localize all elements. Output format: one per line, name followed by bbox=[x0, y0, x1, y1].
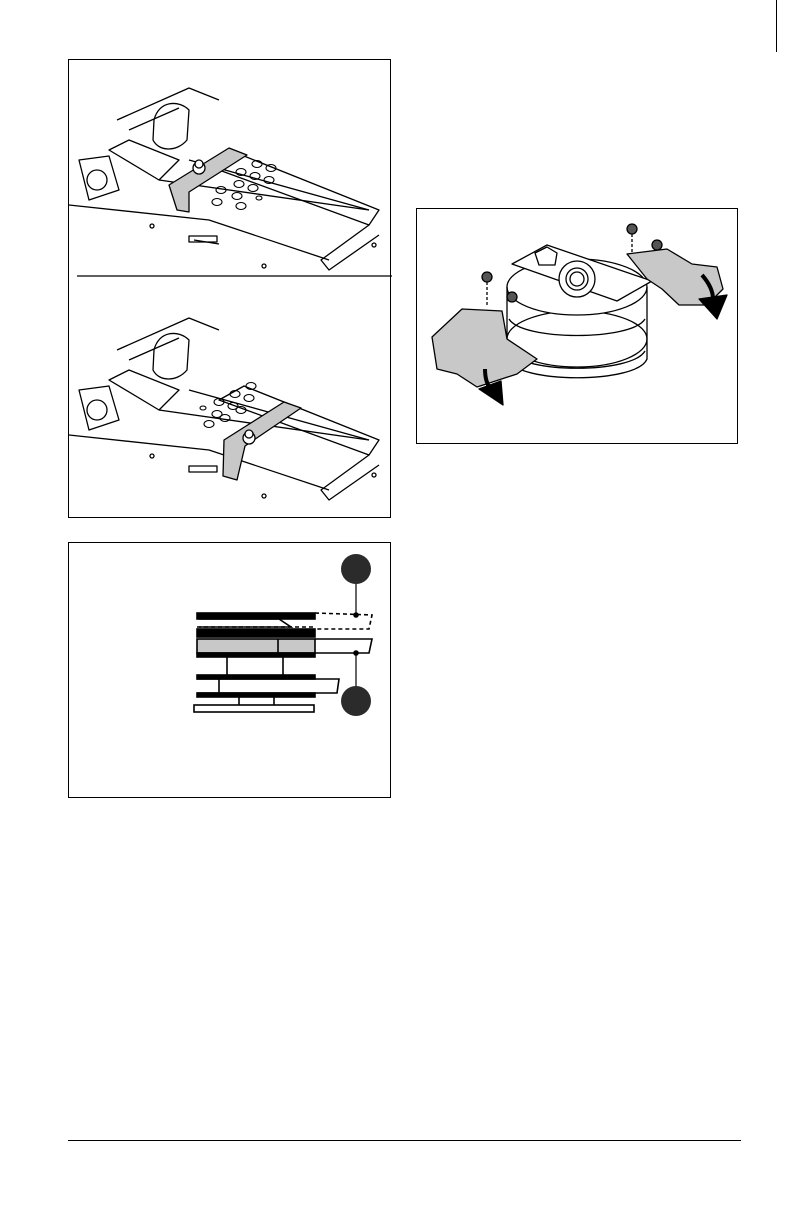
crop-mark bbox=[776, 0, 777, 52]
bracket-illustration bbox=[69, 60, 392, 519]
callout-2 bbox=[341, 686, 371, 716]
bracket-adjustment-figure bbox=[68, 59, 391, 518]
panel-top bbox=[69, 88, 379, 270]
belt-pulley-cross-section-figure bbox=[68, 542, 391, 798]
clutch-illustration bbox=[417, 209, 739, 445]
clutch-removal-figure bbox=[416, 208, 738, 444]
cross-section-illustration bbox=[69, 543, 392, 799]
panel-bottom bbox=[69, 318, 379, 500]
footer-rule bbox=[68, 1140, 741, 1141]
callout-1 bbox=[341, 554, 371, 584]
